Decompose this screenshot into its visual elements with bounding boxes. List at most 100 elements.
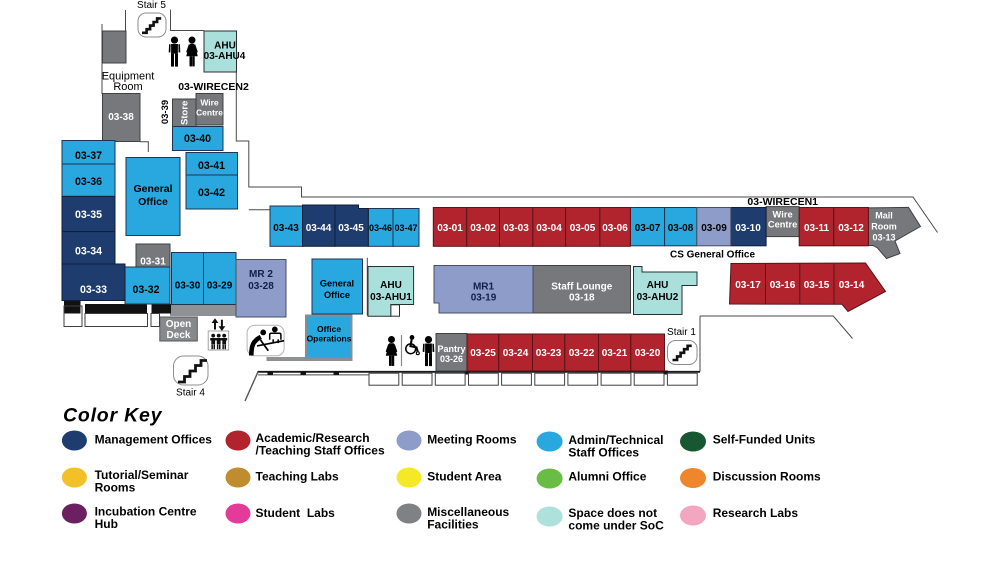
svg-text:03-12: 03-12 [838, 223, 864, 234]
svg-text:Rooms: Rooms [95, 481, 136, 495]
svg-text:Color Key: Color Key [63, 405, 163, 427]
svg-text:03-40: 03-40 [184, 133, 211, 145]
svg-text:Space does not: Space does not [568, 506, 657, 520]
svg-text:03-07: 03-07 [635, 223, 661, 234]
svg-text:Tutorial/Seminar: Tutorial/Seminar [95, 468, 189, 482]
svg-text:03-44: 03-44 [306, 223, 332, 234]
svg-text:03-43: 03-43 [273, 223, 299, 234]
svg-text:03-13: 03-13 [872, 233, 895, 243]
svg-text:03-45: 03-45 [338, 223, 364, 234]
svg-text:03-33: 03-33 [80, 284, 107, 296]
svg-text:General: General [133, 183, 172, 195]
svg-text:03-39: 03-39 [160, 100, 171, 124]
svg-text:03-AHU1: 03-AHU1 [370, 292, 412, 303]
svg-text:03-03: 03-03 [503, 223, 529, 234]
svg-text:03-47: 03-47 [394, 223, 417, 233]
svg-text:Office: Office [324, 290, 350, 300]
svg-text:MR1: MR1 [473, 282, 495, 293]
svg-text:AHU: AHU [647, 280, 669, 291]
svg-text:Stair 1: Stair 1 [667, 327, 696, 338]
svg-text:03-06: 03-06 [602, 223, 628, 234]
svg-text:03-26: 03-26 [440, 354, 463, 364]
svg-text:03-02: 03-02 [470, 223, 496, 234]
svg-text:Pantry: Pantry [437, 344, 465, 354]
svg-text:03-17: 03-17 [735, 280, 761, 291]
svg-text:03-24: 03-24 [503, 348, 529, 359]
svg-text:General: General [320, 279, 354, 289]
svg-text:Staff Offices: Staff Offices [568, 446, 639, 460]
svg-text:Deck: Deck [167, 330, 191, 341]
svg-text:Centre: Centre [196, 108, 223, 118]
svg-text:Admin/Technical: Admin/Technical [568, 433, 663, 447]
svg-text:Wire: Wire [200, 98, 219, 108]
svg-text:03-09: 03-09 [701, 223, 727, 234]
svg-text:03-AHU4: 03-AHU4 [204, 51, 246, 62]
svg-text:03-16: 03-16 [770, 280, 796, 291]
svg-text:Mail: Mail [875, 211, 893, 221]
svg-text:03-08: 03-08 [668, 223, 694, 234]
svg-text:Management Offices: Management Offices [95, 433, 213, 447]
svg-text:03-35: 03-35 [75, 209, 102, 221]
svg-text:Room: Room [871, 222, 897, 232]
svg-text:03-46: 03-46 [369, 223, 392, 233]
svg-text:03-11: 03-11 [804, 223, 829, 234]
svg-text:Self-Funded Units: Self-Funded Units [713, 433, 816, 447]
svg-text:Student Labs: Student Labs [256, 506, 336, 520]
svg-text:03-21: 03-21 [602, 348, 628, 359]
svg-text:Office: Office [317, 324, 341, 334]
svg-text:03-10: 03-10 [735, 223, 761, 234]
svg-text:Operations: Operations [307, 334, 352, 344]
svg-text:03-42: 03-42 [198, 187, 225, 199]
svg-text:/Teaching Staff Offices: /Teaching Staff Offices [256, 444, 385, 458]
svg-text:Student Area: Student Area [427, 470, 502, 484]
svg-text:Alumni Office: Alumni Office [568, 470, 646, 484]
svg-text:Facilities: Facilities [427, 518, 479, 532]
svg-text:03-28: 03-28 [248, 281, 274, 292]
svg-text:Stair 5: Stair 5 [137, 0, 166, 11]
svg-text:Research Labs: Research Labs [713, 506, 799, 520]
svg-text:03-01: 03-01 [437, 223, 463, 234]
svg-text:Miscellaneous: Miscellaneous [427, 505, 509, 519]
svg-text:03-29: 03-29 [207, 281, 233, 292]
svg-text:Room: Room [113, 81, 142, 93]
svg-text:Teaching Labs: Teaching Labs [256, 470, 339, 484]
svg-text:come under SoC: come under SoC [568, 519, 664, 533]
svg-text:Academic/Research: Academic/Research [256, 431, 370, 445]
svg-text:03-19: 03-19 [471, 293, 497, 304]
svg-text:Meeting Rooms: Meeting Rooms [427, 433, 517, 447]
svg-text:03-04: 03-04 [536, 223, 562, 234]
svg-text:Stair 4: Stair 4 [176, 388, 205, 399]
svg-text:03-37: 03-37 [75, 150, 102, 162]
svg-text:03-34: 03-34 [75, 246, 102, 258]
svg-text:03-41: 03-41 [198, 160, 225, 172]
svg-text:Centre: Centre [768, 220, 797, 230]
svg-text:03-30: 03-30 [175, 281, 201, 292]
svg-text:03-WIRECEN1: 03-WIRECEN1 [747, 196, 818, 208]
svg-text:Office: Office [138, 196, 168, 208]
svg-text:CS General Office: CS General Office [670, 250, 755, 261]
svg-text:03-22: 03-22 [569, 348, 595, 359]
svg-text:Store: Store [180, 101, 191, 125]
svg-text:Equipment: Equipment [102, 71, 155, 83]
svg-text:Discussion Rooms: Discussion Rooms [713, 470, 821, 484]
svg-text:03-AHU2: 03-AHU2 [637, 292, 679, 303]
svg-text:03-15: 03-15 [804, 280, 830, 291]
svg-text:03-36: 03-36 [75, 176, 102, 188]
svg-text:AHU: AHU [214, 41, 236, 52]
svg-text:Open: Open [166, 319, 192, 330]
svg-text:Incubation Centre: Incubation Centre [95, 505, 197, 519]
svg-text:MR 2: MR 2 [249, 269, 273, 280]
svg-text:03-18: 03-18 [569, 293, 595, 304]
svg-text:Staff Lounge: Staff Lounge [551, 282, 613, 293]
svg-text:Wire: Wire [773, 210, 793, 220]
svg-text:03-31: 03-31 [140, 257, 166, 268]
svg-text:03-23: 03-23 [536, 348, 562, 359]
svg-text:03-20: 03-20 [635, 348, 661, 359]
svg-text:03-05: 03-05 [570, 223, 596, 234]
svg-text:Hub: Hub [95, 517, 118, 531]
svg-text:03-38: 03-38 [108, 112, 134, 123]
svg-text:03-25: 03-25 [470, 348, 496, 359]
svg-text:03-32: 03-32 [132, 284, 159, 296]
svg-text:03-14: 03-14 [839, 280, 865, 291]
svg-text:03-WIRECEN2: 03-WIRECEN2 [178, 81, 249, 93]
